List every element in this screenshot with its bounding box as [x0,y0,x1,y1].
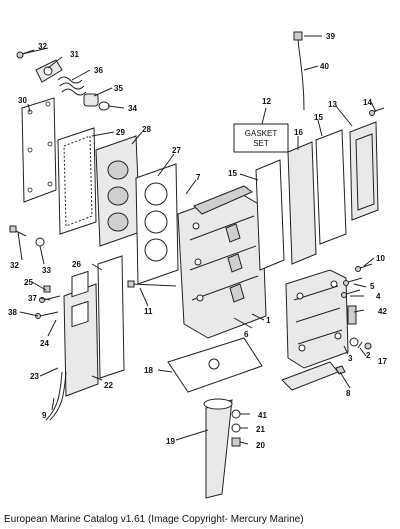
bypass-cover-gasket-26 [97,255,125,379]
screw-32-top [16,49,35,59]
callout-32-top: 32 [38,42,47,51]
screws-4-5-10 [341,263,373,298]
seal-42 [347,305,357,325]
callout-26: 26 [72,260,81,269]
callout-18: 18 [144,366,153,375]
callout-14: 14 [363,98,372,107]
callout-2: 2 [366,351,371,360]
screw-32-bottom [9,225,27,237]
parts-3-17-8 [335,337,372,375]
transfer-port-cover-13 [349,121,379,221]
callout-11: 11 [144,307,153,316]
callout-40: 40 [320,62,329,71]
grommet-34 [98,101,110,111]
callout-6: 6 [244,330,249,339]
exhaust-tube-19 [203,398,233,499]
stud-11 [127,280,177,288]
callout-5: 5 [370,282,375,291]
callout-7: 7 [196,173,201,182]
callout-37: 37 [28,294,37,303]
callout-3: 3 [348,354,353,363]
callout-33: 33 [42,266,51,275]
thermostat-cover-31 [35,59,63,83]
callout-34: 34 [128,104,137,113]
gasket-set-line1: GASKET [245,129,278,138]
callout-1: 1 [266,316,271,325]
callout-36: 36 [94,66,103,75]
callout-41: 41 [258,411,267,420]
hose-9 [45,371,67,421]
bypass-cover-22 [63,270,99,397]
callout-12: 12 [262,97,271,106]
dipstick-hose-39-40 [293,31,305,111]
callout-21: 21 [256,425,265,434]
callout-10: 10 [376,254,385,263]
plate-16 [287,141,317,265]
callout-27: 27 [172,146,181,155]
image-caption: European Marine Catalog v1.61 (Image Cop… [4,514,304,525]
callout-13: 13 [328,100,337,109]
callout-19: 19 [166,437,175,446]
callout-30: 30 [18,96,27,105]
callout-42: 42 [378,307,387,316]
callout-29: 29 [116,128,125,137]
exhaust-cover-28 [95,135,141,247]
plate-18 [167,337,263,393]
callout-17: 17 [378,357,387,366]
washers-20-21-41 [231,409,241,447]
callout-23: 23 [30,372,39,381]
crankcase-cover-2 [285,269,349,369]
callout-16: 16 [294,128,303,137]
cylinder-block-1 [177,185,267,339]
callout-24: 24 [40,339,49,348]
washer-33 [35,237,45,247]
callout-31: 31 [70,50,79,59]
exploded-powerhead-diagram: GASKET SET 32 31 36 35 34 30 29 28 27 7 … [8,31,387,499]
thermostat-35 [83,93,99,107]
callout-39: 39 [326,32,335,41]
callout-8: 8 [346,389,351,398]
callout-15-upper: 15 [314,113,323,122]
callout-9: 9 [42,411,47,420]
callout-38: 38 [8,308,17,317]
callout-25: 25 [24,278,33,287]
callout-15-lower: 15 [228,169,237,178]
gasket-set-box-12: GASKET SET [233,123,289,153]
callout-32-bottom: 32 [10,261,19,270]
callout-numbers: 32 31 36 35 34 30 29 28 27 7 12 39 40 13… [8,32,387,450]
head-gasket-27 [135,163,179,285]
callout-4: 4 [376,292,381,301]
screw-14 [369,107,385,116]
gasket-15-right [315,129,347,245]
callout-22: 22 [104,381,113,390]
exhaust-cover-gasket-30 [21,97,57,203]
callout-20: 20 [256,441,265,450]
gasket-29 [57,127,97,235]
leader-lines [17,35,377,445]
gasket-set-line2: SET [253,139,269,148]
callout-35: 35 [114,84,123,93]
spring-36 [57,76,87,96]
gasket-15-left [255,159,285,271]
callout-28: 28 [142,125,151,134]
